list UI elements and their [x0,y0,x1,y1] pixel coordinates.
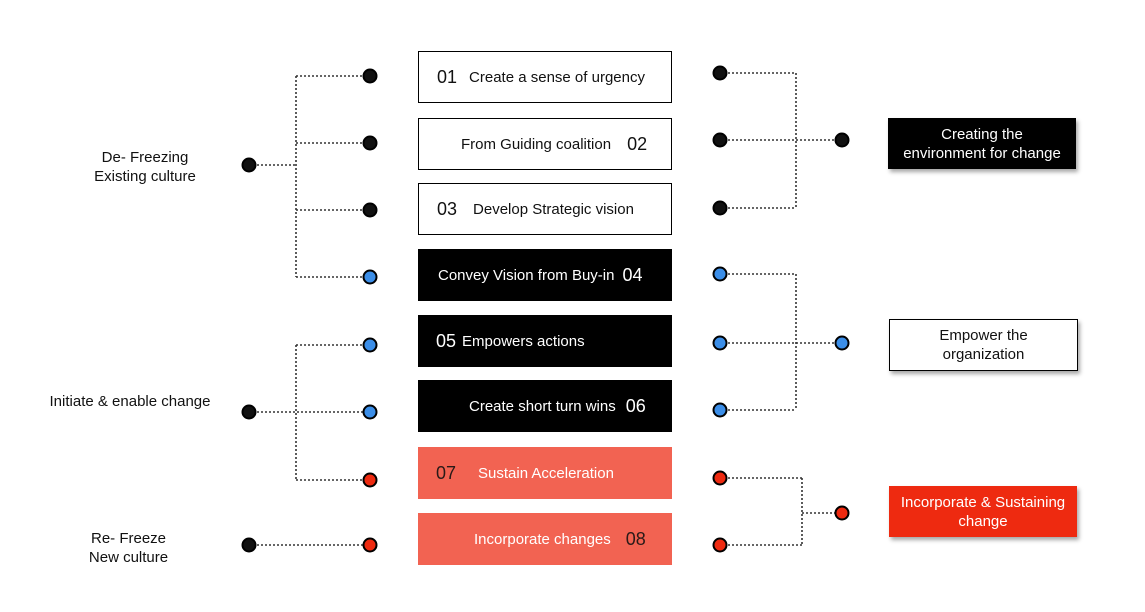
step-01-number: 01 [437,66,458,87]
right-connector-1 [720,72,842,209]
left-start-dot-3 [241,537,257,553]
step-08-left-dot [362,537,378,553]
right-connector-3 [720,477,842,546]
step-08-right-dot [712,537,728,553]
left-group-defreezing-line1: De- Freezing [101,149,189,166]
step-06-text: Create short turn wins [469,397,616,415]
step-04-text: Convey Vision from Buy-in [438,266,615,284]
phase-incorporate-sustaining-line2: change [958,512,1008,530]
phase-creating-environment-line2: environment for change [903,144,1061,162]
right-connector-2 [720,273,842,411]
left-group-refreeze: Re- Freeze New culture [70,529,187,567]
phase-incorporate-sustaining: Incorporate & Sustaining change [889,486,1077,537]
step-08-text: Incorporate changes [474,530,611,548]
phase-incorporate-sustaining-line1: Incorporate & Sustaining [900,493,1066,511]
left-group-initiate-line1: Initiate & enable change [49,393,211,410]
step-04-box: Convey Vision from Buy-in 04 [418,249,672,301]
step-02-right-dot [712,132,728,148]
left-start-dot-1 [241,157,257,173]
step-07-left-dot [362,472,378,488]
step-06-number: 06 [625,395,646,416]
step-03-text: Develop Strategic vision [473,200,634,218]
left-group-defreezing: De- Freezing Existing culture [70,148,220,186]
step-04-right-dot [712,266,728,282]
step-05-right-dot [712,335,728,351]
step-04-number: 04 [622,264,643,285]
step-06-left-dot [362,404,378,420]
left-connector-1 [249,75,370,278]
phase-2-dot [834,335,850,351]
step-07-right-dot [712,470,728,486]
phase-empower-organization: Empower the organization [889,319,1078,371]
step-07-box: 07 Sustain Acceleration [418,447,672,499]
step-02-number: 02 [627,133,648,154]
phase-empower-organization-line2: organization [942,346,1025,363]
left-start-dot-2 [241,404,257,420]
step-02-box: From Guiding coalition 02 [418,118,672,170]
step-08-number: 08 [625,528,646,549]
step-03-number: 03 [437,198,458,219]
step-05-number: 05 [436,330,457,351]
step-08-box: Incorporate changes 08 [418,513,672,565]
left-group-defreezing-line2: Existing culture [94,168,196,185]
step-06-box: Create short turn wins 06 [418,380,672,432]
left-group-refreeze-line2: New culture [88,549,169,566]
phase-creating-environment: Creating the environment for change [888,118,1076,169]
step-02-left-dot [362,135,378,151]
step-01-right-dot [712,65,728,81]
step-03-right-dot [712,200,728,216]
connector-dots [241,65,850,553]
step-02-text: From Guiding coalition [461,135,612,153]
step-01-text: Create a sense of urgency [469,68,645,86]
step-05-left-dot [362,337,378,353]
phase-1-dot [834,132,850,148]
step-03-box: 03 Develop Strategic vision [418,183,672,235]
step-04-left-dot [362,269,378,285]
phase-empower-organization-line1: Empower the [939,327,1028,344]
step-07-text: Sustain Acceleration [478,464,614,482]
step-01-box: 01 Create a sense of urgency [418,51,672,103]
step-01-left-dot [362,68,378,84]
step-06-right-dot [712,402,728,418]
left-connector-2 [249,344,370,481]
step-07-number: 07 [436,462,457,483]
step-05-text: Empowers actions [462,332,585,350]
phase-3-dot [834,505,850,521]
step-05-box: 05 Empowers actions [418,315,672,367]
step-03-left-dot [362,202,378,218]
left-group-refreeze-line1: Re- Freeze [90,530,167,547]
phase-creating-environment-line1: Creating the [941,125,1023,143]
left-group-initiate: Initiate & enable change [30,392,230,411]
